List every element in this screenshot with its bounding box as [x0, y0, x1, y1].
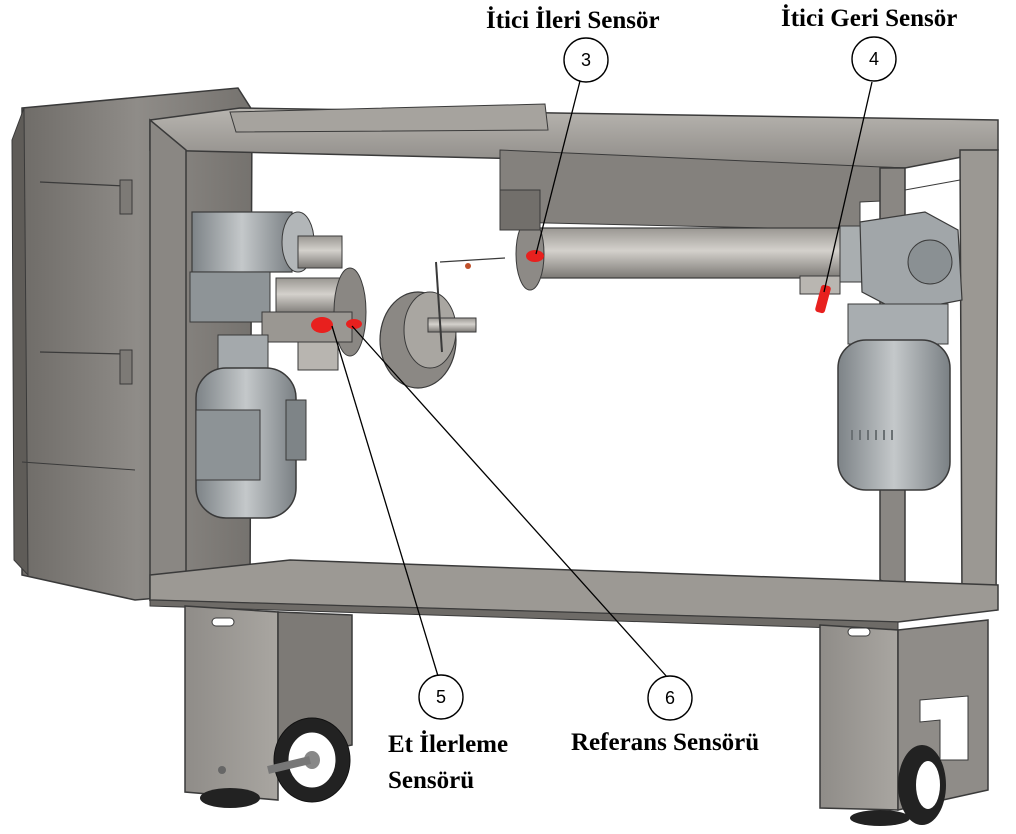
right-motor — [837, 211, 963, 491]
frame-left-upright — [149, 118, 187, 602]
right-leg — [819, 619, 989, 811]
label-reference-sensor: Referans Sensörü — [571, 729, 760, 756]
leader-line-6 — [351, 325, 669, 679]
label-meat-advance-sensor-line2: Sensörü — [388, 767, 475, 794]
callout-6: 6 — [647, 675, 693, 721]
svg-text:4: 4 — [869, 49, 879, 69]
svg-text:6: 6 — [665, 688, 675, 708]
callout-4: 4 — [851, 36, 897, 82]
roller-disc — [379, 261, 477, 389]
label-pusher-back-sensor: İtici Geri Sensör — [781, 5, 958, 32]
callout-3: 3 — [563, 37, 609, 83]
sensor-4-marker — [815, 284, 831, 314]
callout-5: 5 — [418, 674, 464, 720]
control-cabinet — [11, 87, 253, 601]
label-pusher-forward-sensor: İtici İleri Sensör — [486, 7, 660, 34]
sensor-6-marker — [346, 319, 362, 329]
label-meat-advance-sensor-line1: Et İlerleme — [388, 731, 509, 758]
sensor-5-marker — [311, 317, 333, 333]
left-wheel — [200, 717, 351, 808]
leader-line-5 — [331, 325, 439, 677]
leader-line-3 — [535, 80, 581, 255]
frame-top-rail — [149, 103, 999, 231]
gearbox-assembly — [189, 211, 367, 371]
svg-text:3: 3 — [581, 50, 591, 70]
leader-line-4 — [823, 81, 873, 293]
leader-lines — [331, 80, 873, 679]
svg-text:5: 5 — [436, 687, 446, 707]
right-wheel — [850, 745, 946, 826]
left-motor — [195, 334, 307, 519]
sensor-3-marker — [526, 250, 544, 262]
